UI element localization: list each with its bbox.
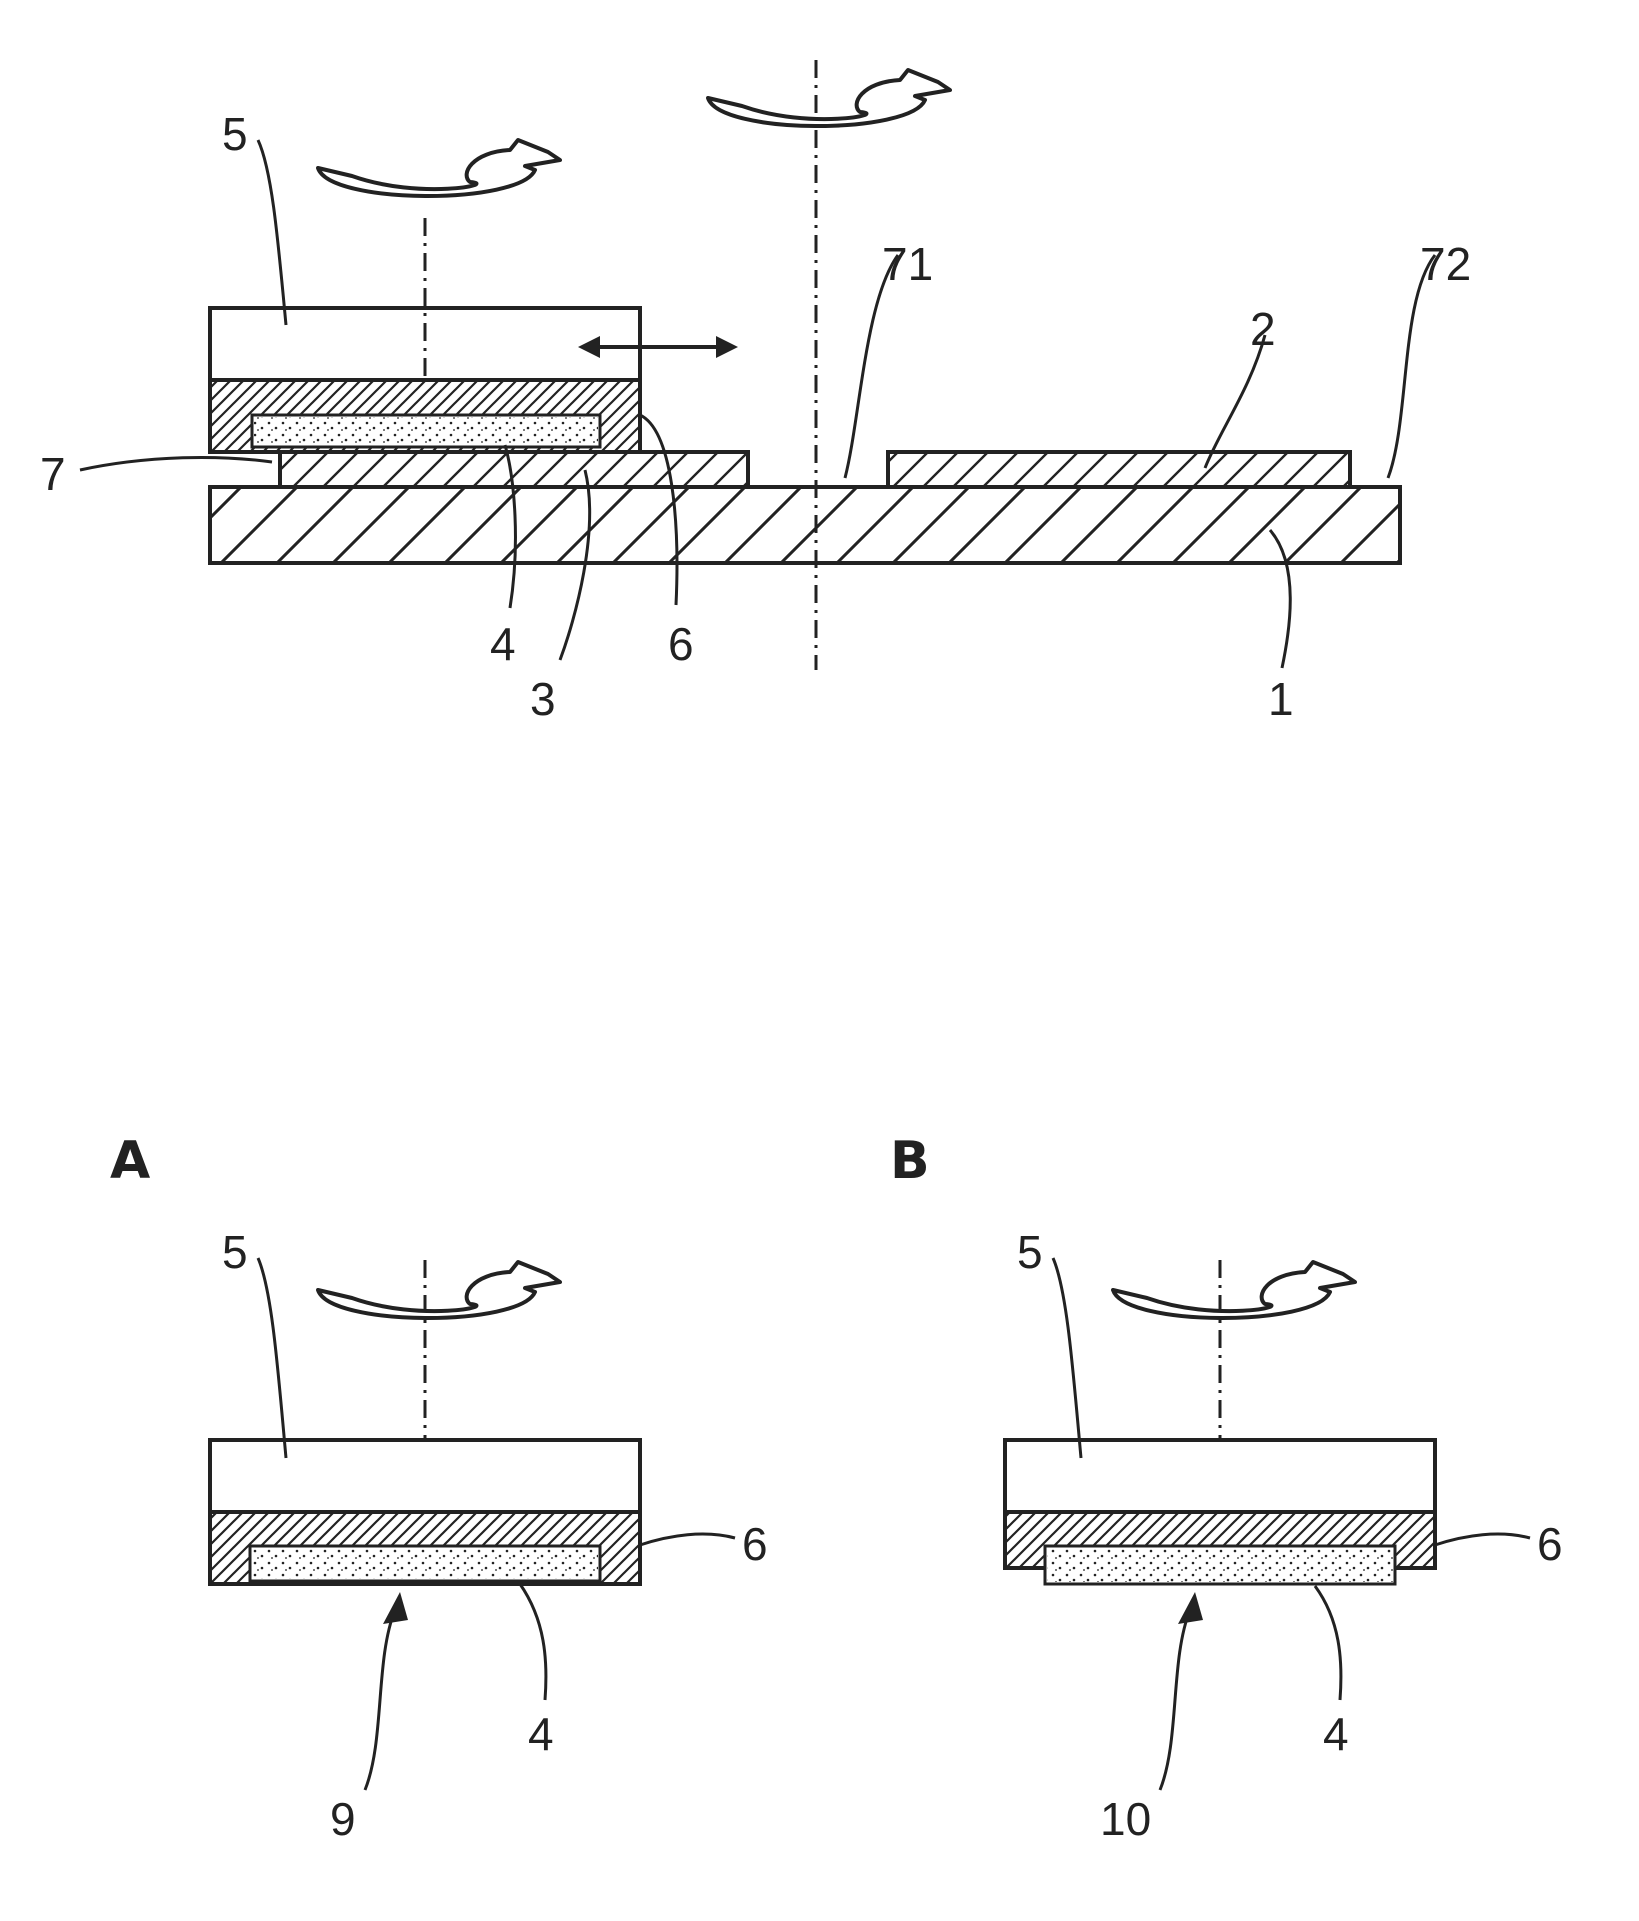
panel-b-leader-4 — [1315, 1586, 1341, 1700]
panel-b-leader-5 — [1053, 1258, 1081, 1458]
panel-b-label-holder: 6 — [1537, 1518, 1563, 1570]
element-dots — [254, 417, 598, 445]
panel-a-leader-4 — [520, 1584, 546, 1700]
panel-a-label-holder: 6 — [742, 1518, 768, 1570]
layer-portion-right-hatch — [890, 454, 1348, 485]
panel-a-arrow-9-icon — [383, 1592, 408, 1624]
panel-a-rotation-arrow-icon — [318, 1262, 560, 1318]
label-portion: 3 — [530, 673, 556, 725]
panel-a-leader-6 — [640, 1534, 735, 1545]
panel-a-label-element: 4 — [528, 1708, 554, 1760]
panel-b-label-surface: 10 — [1100, 1793, 1151, 1845]
panel-a-carrier — [210, 1440, 640, 1512]
substrate-hatch — [212, 489, 1398, 561]
substrate-rotation-arrow-icon — [708, 70, 950, 126]
panel-a-leader-9 — [365, 1610, 395, 1790]
layer-portion-left-hatch — [282, 454, 746, 485]
panel-b-label-element: 4 — [1323, 1708, 1349, 1760]
panel-b-arrow-10-icon — [1178, 1592, 1203, 1624]
top-view: 5 7 71 72 2 6 4 3 1 — [40, 60, 1471, 725]
label-layer: 2 — [1250, 303, 1276, 355]
panel-b-rotation-arrow-icon — [1113, 1262, 1355, 1318]
label-substrate: 1 — [1268, 673, 1294, 725]
panel-a: A 5 6 4 9 — [110, 1131, 768, 1845]
label-edge-outer: 72 — [1420, 238, 1471, 290]
panel-a-leader-5 — [258, 1258, 286, 1458]
panel-a-label-carrier: 5 — [222, 1226, 248, 1278]
panel-b-leader-6 — [1435, 1534, 1530, 1545]
panel-b-element-dots — [1047, 1548, 1393, 1582]
panel-a-title: A — [110, 1131, 150, 1191]
panel-a-label-surface: 9 — [330, 1793, 356, 1845]
panel-b-leader-10 — [1160, 1610, 1190, 1790]
panel-b: B 5 6 4 10 — [890, 1131, 1563, 1845]
panel-a-element-dots — [252, 1548, 598, 1579]
carrier-rotation-arrow-icon — [318, 140, 560, 196]
leader-5 — [258, 140, 286, 325]
label-edge-inner: 71 — [882, 238, 933, 290]
label-gap: 7 — [40, 448, 66, 500]
label-element: 4 — [490, 618, 516, 670]
panel-b-title: B — [890, 1131, 930, 1191]
panel-b-carrier — [1005, 1440, 1435, 1512]
panel-b-label-carrier: 5 — [1017, 1226, 1043, 1278]
label-holder: 6 — [668, 618, 694, 670]
leader-7 — [80, 457, 272, 470]
label-carrier: 5 — [222, 108, 248, 160]
